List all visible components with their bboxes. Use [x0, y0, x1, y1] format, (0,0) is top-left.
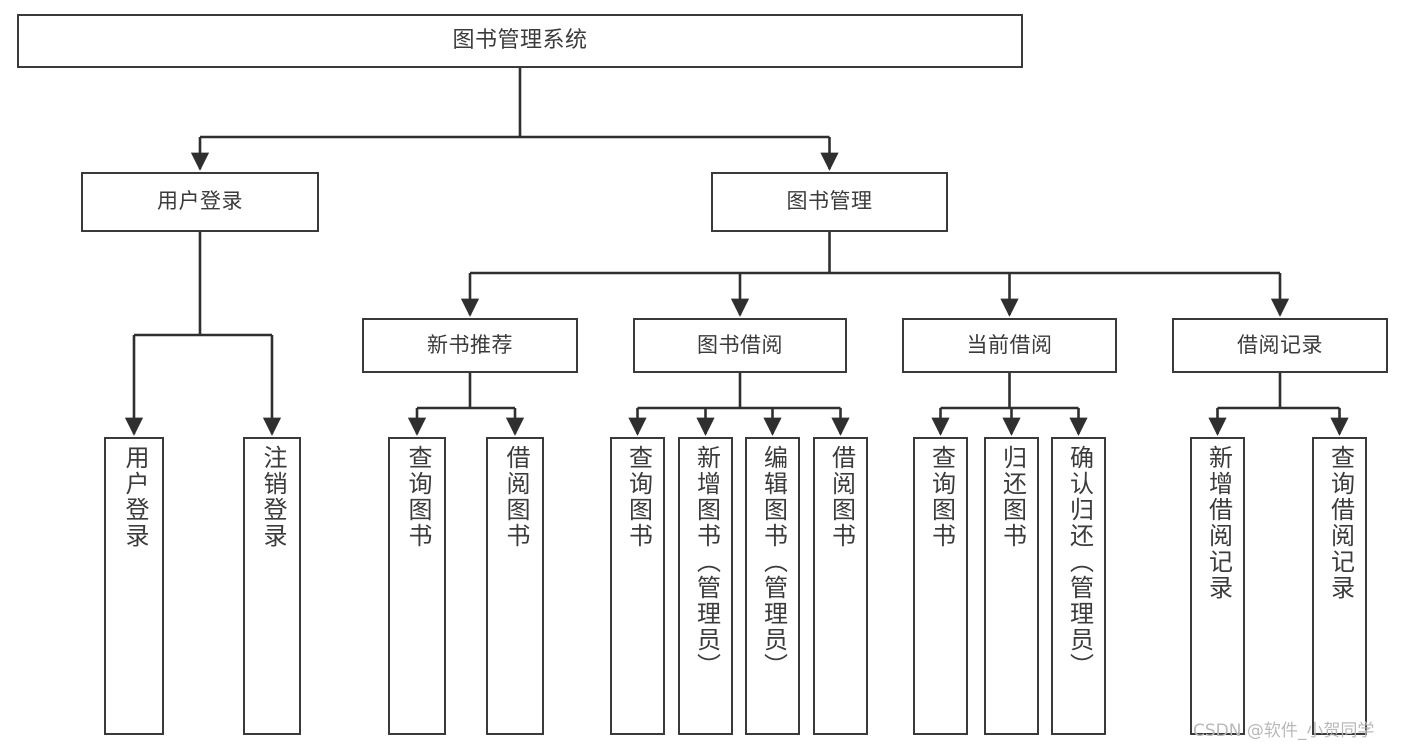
node-current-borrow[interactable]: 当前借阅 — [902, 318, 1117, 373]
node-label: 新增借阅记录 — [1204, 445, 1233, 601]
node-label: 图书管理 — [786, 189, 873, 214]
node-label: 查询图书 — [624, 445, 653, 549]
node-label: 查询图书 — [403, 445, 432, 549]
node-label: 新书推荐 — [427, 332, 513, 357]
node-label: 查询图书 — [927, 445, 956, 549]
node-leaf-user-login[interactable]: 用户登录 — [104, 437, 164, 735]
node-leaf-user-logout[interactable]: 注销登录 — [243, 437, 301, 735]
node-label: 确认归还（管理员） — [1065, 445, 1094, 679]
node-label: 编辑图书（管理员） — [759, 445, 788, 679]
node-label: 用户登录 — [120, 445, 149, 549]
node-label: 查询借阅记录 — [1326, 445, 1355, 601]
node-label: 用户登录 — [157, 189, 243, 214]
node-leaf-return-book[interactable]: 归还图书 — [984, 437, 1039, 735]
node-leaf-confirm-return[interactable]: 确认归还（管理员） — [1051, 437, 1106, 735]
node-leaf-book-add[interactable]: 新增图书（管理员） — [678, 437, 733, 735]
node-leaf-borrow-book[interactable]: 借阅图书 — [813, 437, 868, 735]
node-label: 注销登录 — [258, 445, 287, 549]
node-new-book-rec[interactable]: 新书推荐 — [362, 318, 578, 373]
node-leaf-rec-query[interactable]: 查询图书 — [388, 437, 446, 735]
node-leaf-book-edit[interactable]: 编辑图书（管理员） — [745, 437, 800, 735]
node-label: 当前借阅 — [966, 332, 1053, 357]
node-label: 借阅图书 — [827, 445, 856, 549]
node-label: 图书管理系统 — [452, 27, 588, 53]
node-leaf-cur-query[interactable]: 查询图书 — [913, 437, 968, 735]
node-label: 借阅记录 — [1237, 332, 1323, 357]
node-label: 借阅图书 — [501, 445, 530, 549]
node-borrow-record[interactable]: 借阅记录 — [1172, 318, 1388, 373]
node-book-borrow[interactable]: 图书借阅 — [633, 318, 847, 373]
node-book-manage[interactable]: 图书管理 — [711, 172, 948, 232]
node-label: 新增图书（管理员） — [692, 445, 721, 679]
node-leaf-record-add[interactable]: 新增借阅记录 — [1190, 437, 1245, 735]
node-root[interactable]: 图书管理系统 — [17, 14, 1023, 68]
node-label: 图书借阅 — [697, 332, 783, 357]
node-leaf-borrow-query[interactable]: 查询图书 — [610, 437, 665, 735]
csdn-watermark: CSDN @软件_小贺同学 — [1193, 721, 1375, 741]
node-leaf-rec-borrow[interactable]: 借阅图书 — [486, 437, 544, 735]
node-label: 归还图书 — [998, 445, 1027, 549]
node-user-login[interactable]: 用户登录 — [81, 172, 319, 232]
node-leaf-record-query[interactable]: 查询借阅记录 — [1312, 437, 1367, 735]
